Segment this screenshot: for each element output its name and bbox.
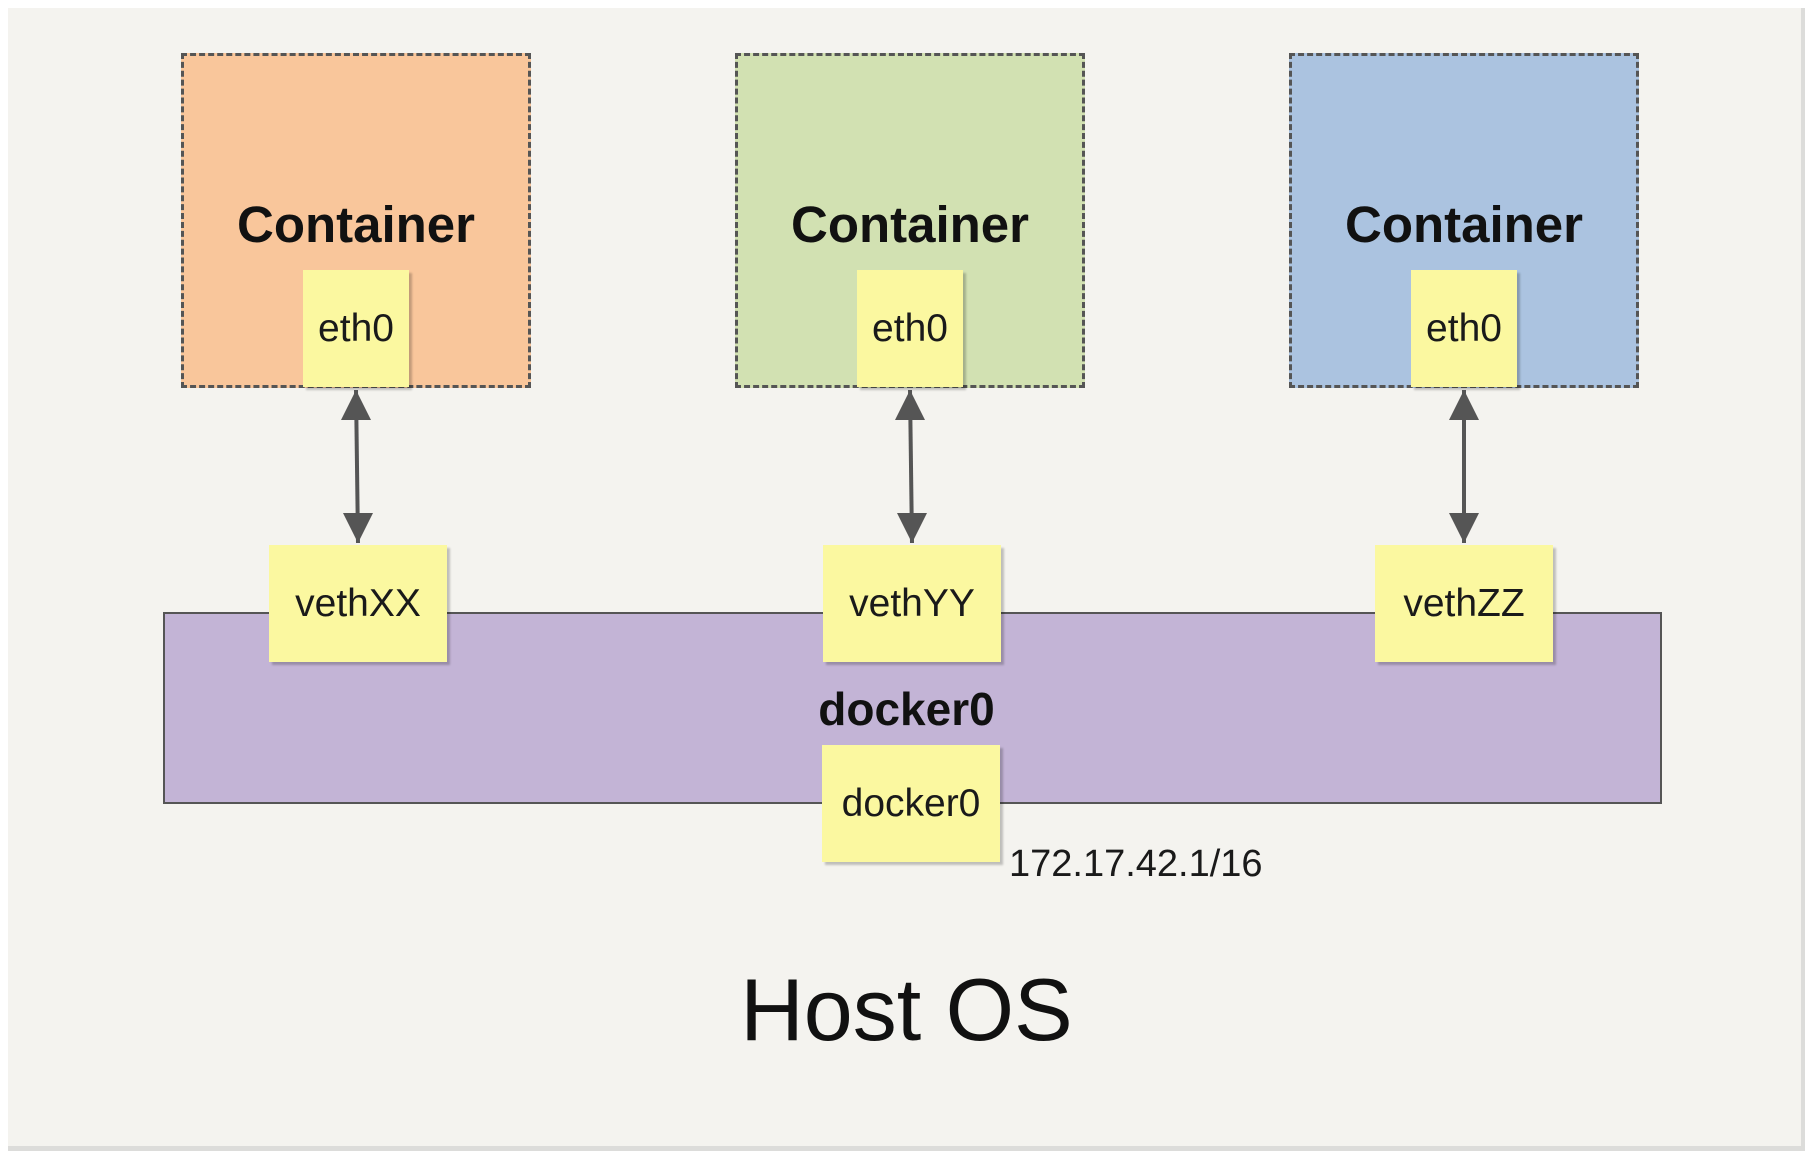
eth0-interface-1: eth0 [303, 270, 409, 387]
docker0-interface: docker0 [822, 745, 1000, 862]
host-os-label: Host OS [740, 960, 1073, 1059]
container-2-title: Container [790, 196, 1030, 253]
eth0-interface-2: eth0 [857, 270, 963, 387]
veth-interface-yy: vethYY [823, 545, 1001, 662]
container-3-title: Container [1344, 196, 1584, 253]
double-arrow-1 [341, 389, 373, 544]
container-1-title: Container [236, 196, 476, 253]
docker0-bridge-title: docker0 [818, 683, 995, 735]
veth-interface-zz: vethZZ [1375, 545, 1553, 662]
veth-interface-xx: vethXX [269, 545, 447, 662]
eth0-interface-3: eth0 [1411, 270, 1517, 387]
double-arrow-3 [1449, 390, 1479, 543]
double-arrow-2 [895, 389, 927, 544]
docker0-ip-label: 172.17.42.1/16 [1009, 843, 1263, 885]
